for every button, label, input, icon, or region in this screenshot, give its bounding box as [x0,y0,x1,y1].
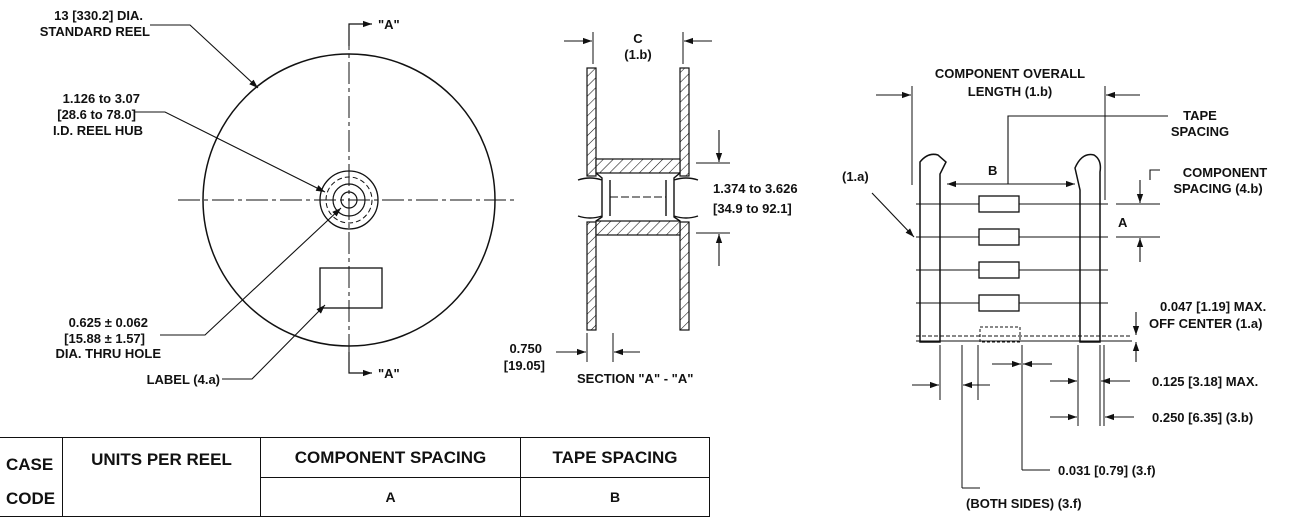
hub-label-3: I.D. REEL HUB [53,123,143,138]
flange-right-upper [679,67,690,177]
component-2 [978,228,1020,246]
tape-spacing-leader [1007,115,1168,184]
reel-front-view [135,20,518,380]
hub-lower [595,220,681,236]
tape-detail-text: COMPONENT OVERALL LENGTH (1.b) TAPE SPAC… [842,66,1267,511]
reel-front-text: 13 [330.2] DIA. STANDARD REEL "A" "A" 1.… [40,8,400,387]
flange-left-upper [586,67,597,177]
overall-length-label: COMPONENT OVERALL [935,66,1085,81]
component-offset [979,326,1021,343]
off-center-label-2: OFF CENTER (1.a) [1149,316,1262,331]
tape-spacing-label: TAPE [1183,108,1217,123]
case-code-header: CASE CODE [0,437,63,517]
reel-spec-table: CASE CODE UNITS PER REEL COMPONENT SPACI… [0,437,710,517]
component-spacing-header: COMPONENT SPACING [260,437,521,478]
section-title: SECTION "A" - "A" [577,371,693,386]
case-code-line-1: CASE [6,454,54,474]
section-flange-dim: 0.750 [509,341,542,356]
hub-label: 1.126 to 3.07 [63,91,140,106]
case-code-line-2: CODE [6,488,56,508]
leader-hub [135,111,326,193]
reel-hub [319,170,379,230]
hole-label-3: DIA. THRU HOLE [56,346,162,361]
component-1 [978,195,1020,213]
ref-1a-leader [871,192,915,238]
component-spacing-leader [1149,169,1160,180]
section-width-letter: C [633,31,643,46]
dim-0125-label: 0.125 [3.18] MAX. [1152,374,1258,389]
tape-detail-view [871,86,1168,489]
units-per-reel-header: UNITS PER REEL [62,437,261,517]
reel-label-area [319,267,383,309]
hub-inner-ring [325,176,373,224]
dim-0031-label: 0.031 [0.79] (3.f) [1058,463,1156,478]
section-marker-bottom-line [348,352,372,377]
section-hub-dim: 1.374 to 3.626 [713,181,798,196]
section-width-ref: (1.b) [624,47,651,62]
leader-label [222,304,326,380]
dim-0250-label: 0.250 [6.35] (3.b) [1152,410,1253,425]
hub-ring [332,183,366,217]
hub-label-2: [28.6 to 78.0] [57,107,136,122]
section-flange-dim-2: [19.05] [504,358,545,373]
section-hub-dim-2: [34.9 to 92.1] [713,201,792,216]
tape-right [1074,153,1102,343]
leader-hole [160,207,342,336]
component-spacing-label-2: SPACING (4.b) [1173,181,1262,196]
hole-label: 0.625 ± 0.062 [69,315,148,330]
reel-section-view [556,32,730,362]
thru-hole [340,191,358,209]
flange-right-lower [679,221,690,331]
flange-left-lower [586,221,597,331]
dim-a-label: A [1118,215,1128,230]
leader-diameter [150,24,259,89]
label-callout: LABEL (4.a) [147,372,220,387]
tape-spacing-header: TAPE SPACING [520,437,710,478]
both-sides-label: (BOTH SIDES) (3.f) [966,496,1082,511]
column-b-header: B [520,477,710,517]
section-marker-bottom: "A" [378,366,400,381]
section-marker-top: "A" [378,17,400,32]
column-a-header: A [260,477,521,517]
overall-length-label-2: LENGTH (1.b) [968,84,1053,99]
hub-upper [595,158,681,174]
hole-label-2: [15.88 ± 1.57] [64,331,145,346]
hub-spindle [577,172,699,222]
off-center-label: 0.047 [1.19] MAX. [1160,299,1266,314]
section-marker-top-line [348,20,372,46]
reel-diameter-label-2: STANDARD REEL [40,24,150,39]
dim-b-label: B [988,163,997,178]
tape-spacing-label-2: SPACING [1171,124,1229,139]
reel-section-text: C (1.b) 1.374 to 3.626 [34.9 to 92.1] 0.… [504,31,798,386]
ref-1a-label: (1.a) [842,169,869,184]
reel-diameter-label: 13 [330.2] DIA. [54,8,143,23]
tape-left [919,153,947,343]
component-spacing-label: COMPONENT [1183,165,1268,180]
component-4 [978,294,1020,312]
component-3 [978,261,1020,279]
